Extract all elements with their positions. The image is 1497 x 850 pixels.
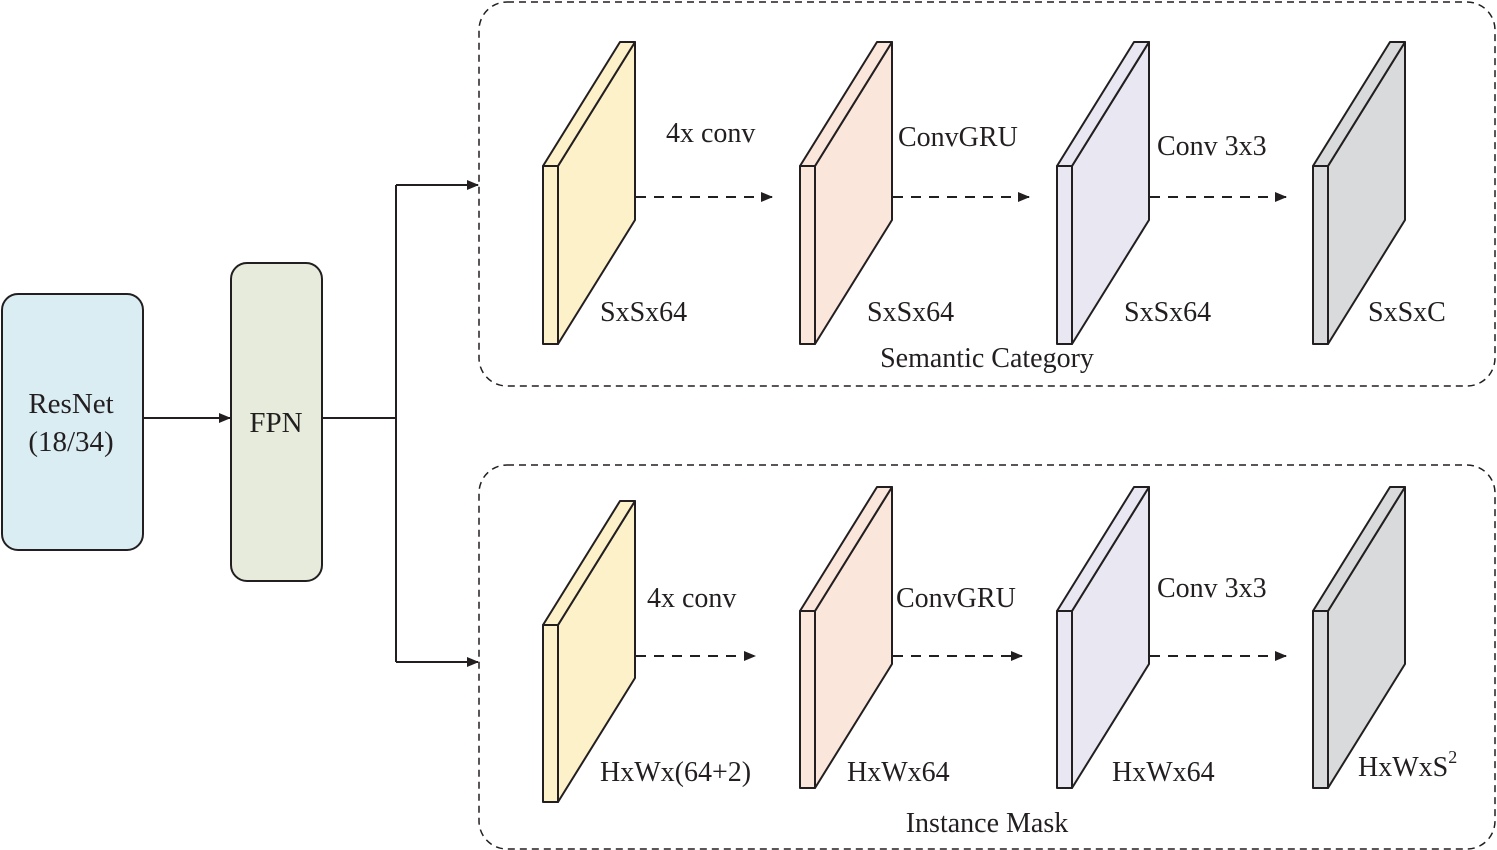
- mask-tensor-3: [1056, 486, 1150, 789]
- mask-op-label: ConvGRU: [896, 583, 1016, 614]
- semantic-tensor-1: [542, 41, 636, 345]
- slab-front-face: [1312, 610, 1329, 789]
- semantic-shape-label: SxSxC: [1368, 297, 1446, 328]
- fpn-block: [230, 262, 323, 582]
- semantic-op-label: 4x conv: [666, 118, 755, 149]
- semantic-branch-title: Semantic Category: [880, 343, 1094, 374]
- mask-shape-superscript: 2: [1448, 747, 1457, 767]
- semantic-op-label: Conv 3x3: [1157, 131, 1267, 162]
- mask-shape-label: HxWx64: [1112, 757, 1215, 788]
- slab-front-face: [542, 624, 559, 803]
- fpn-label: FPN: [249, 407, 302, 439]
- semantic-tensors: [542, 41, 1406, 345]
- mask-op-label: Conv 3x3: [1157, 573, 1267, 604]
- resnet-label: ResNet: [28, 388, 113, 420]
- mask-tensor-2: [799, 486, 893, 789]
- resnet-variant-label: (18/34): [28, 426, 113, 458]
- mask-branch-title: Instance Mask: [906, 808, 1069, 839]
- slab-front-face: [799, 610, 816, 789]
- slab-front-face: [1312, 165, 1329, 345]
- slab-front-face: [542, 165, 559, 345]
- mask-tensor-1: [542, 500, 636, 803]
- semantic-tensor-2: [799, 41, 893, 345]
- semantic-branch-container: [478, 1, 1496, 387]
- mask-shape-label-last: HxWxS2: [1358, 747, 1457, 783]
- semantic-shape-label: SxSx64: [867, 297, 954, 328]
- mask-branch-container: [478, 464, 1496, 850]
- mask-shape-base: HxWxS: [1358, 752, 1448, 783]
- mask-op-label: 4x conv: [647, 583, 736, 614]
- semantic-op-label: ConvGRU: [898, 122, 1018, 153]
- mask-tensor-4: [1312, 486, 1406, 789]
- mask-tensors: [542, 486, 1406, 803]
- slab-front-face: [1056, 610, 1073, 789]
- semantic-shape-label: SxSx64: [600, 297, 687, 328]
- semantic-shape-label: SxSx64: [1124, 297, 1211, 328]
- slab-front-face: [799, 165, 816, 345]
- semantic-tensor-4: [1312, 41, 1406, 345]
- fpn-branch-connector: [322, 185, 397, 662]
- resnet-block: [1, 293, 144, 551]
- slab-front-face: [1056, 165, 1073, 345]
- mask-shape-label: HxWx64: [847, 757, 950, 788]
- mask-shape-label: HxWx(64+2): [600, 757, 751, 788]
- semantic-tensor-3: [1056, 41, 1150, 345]
